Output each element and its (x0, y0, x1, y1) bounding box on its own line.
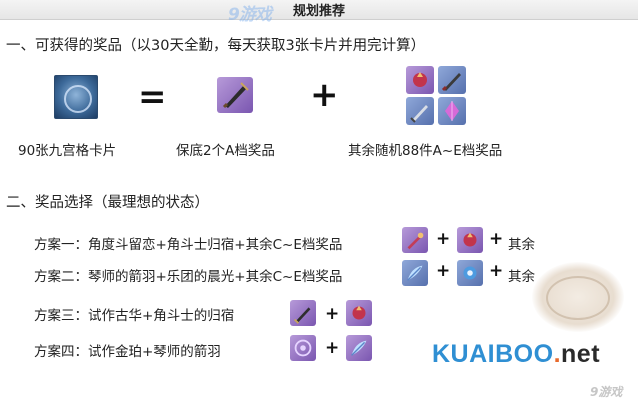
plus-sign: + (489, 261, 504, 281)
catalyst-icon (290, 335, 316, 361)
plan-one-rest: 其余 (508, 237, 535, 253)
artifact-icon (402, 227, 428, 253)
claymore-icon (406, 97, 434, 125)
section-heading-prizes: 一、可获得的奖品（以30天全勤，每天获取3张卡片并用完计算） (6, 38, 426, 54)
feather-icon (346, 335, 372, 361)
artifact-icon (457, 227, 483, 253)
plan-two-text: 方案二：琴师的箭羽+乐团的晨光+其余C~E档奖品 (34, 269, 343, 285)
brand-name: KUAIBOO (432, 340, 554, 368)
nine-grid-card-icon (54, 75, 98, 119)
label-random: 其余随机88件A~E档奖品 (348, 143, 503, 159)
plus-sign: + (436, 229, 451, 249)
watermark-bottom: 9游戏 (590, 385, 623, 399)
section-heading-choices: 二、奖品选择（最理想的状态） (6, 195, 209, 211)
equals-sign: = (138, 77, 167, 117)
plan-four-text: 方案四：试作金珀+琴师的箭羽 (34, 344, 221, 360)
watermark-top: 9游戏 (228, 5, 272, 25)
weapon-icon (217, 77, 253, 113)
decorative-emblem (532, 262, 624, 332)
crystal-icon (438, 97, 466, 125)
plus-sign: + (310, 75, 339, 115)
brand-tld: net (561, 340, 601, 368)
label-guaranteed: 保底2个A档奖品 (176, 143, 275, 159)
sword-icon (438, 66, 466, 94)
artifact-icon (346, 300, 372, 326)
claymore-icon (290, 300, 316, 326)
plan-three-text: 方案三：试作古华+角斗士的归宿 (34, 308, 235, 324)
feather-icon (402, 260, 428, 286)
label-cards: 90张九宫格卡片 (18, 143, 117, 159)
artifact-icon (457, 260, 483, 286)
plus-sign: + (436, 261, 451, 281)
plus-sign: + (325, 304, 340, 324)
artifact-icon (406, 66, 434, 94)
brand-logo: KUAIBOO.net (432, 340, 600, 369)
page-title: 规划推荐 (292, 4, 345, 19)
plus-sign: + (325, 338, 340, 358)
plan-one-text: 方案一：角度斗留恋+角斗士归宿+其余C~E档奖品 (34, 237, 343, 253)
title-bar: 规划推荐 (0, 0, 638, 20)
brand-dot: . (553, 340, 562, 368)
plan-two-rest: 其余 (508, 269, 535, 285)
plus-sign: + (489, 229, 504, 249)
